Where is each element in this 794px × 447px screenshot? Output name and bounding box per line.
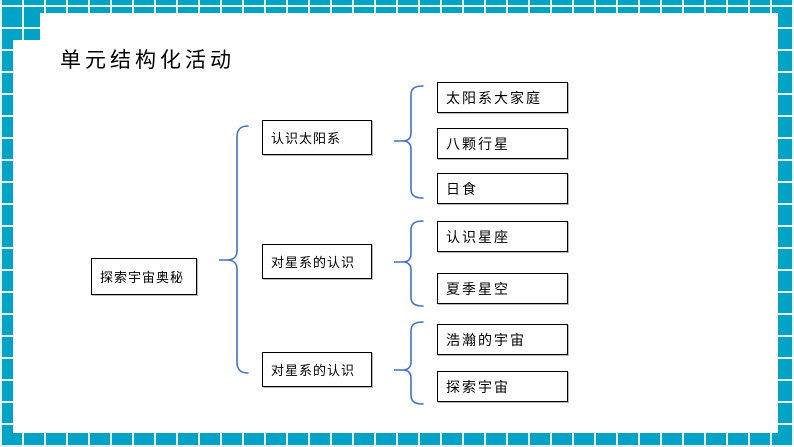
leaf-node-solar-eclipse: 日食 xyxy=(437,173,568,204)
root-node: 探索宇宙奥秘 xyxy=(91,258,197,295)
branch-node-galaxies-1: 对星系的认识 xyxy=(262,244,372,279)
branch-node-galaxies-2: 对星系的认识 xyxy=(262,352,372,387)
curly-brace-icon-branch3 xyxy=(394,321,424,405)
branch-node-solar-system: 认识太阳系 xyxy=(262,120,372,155)
curly-brace-icon-branch1 xyxy=(394,85,424,199)
leaf-node-solar-family: 太阳系大家庭 xyxy=(437,82,568,113)
leaf-node-eight-planets: 八颗行星 xyxy=(437,128,568,159)
leaf-node-vast-universe: 浩瀚的宇宙 xyxy=(437,324,568,355)
curly-brace-icon-branch2 xyxy=(394,220,424,307)
leaf-node-constellations: 认识星座 xyxy=(437,221,568,252)
leaf-node-summer-sky: 夏季星空 xyxy=(437,273,568,304)
curly-brace-icon-root xyxy=(219,125,249,374)
page-title: 单元结构化活动 xyxy=(60,48,235,72)
leaf-node-explore-universe: 探索宇宙 xyxy=(437,371,568,402)
